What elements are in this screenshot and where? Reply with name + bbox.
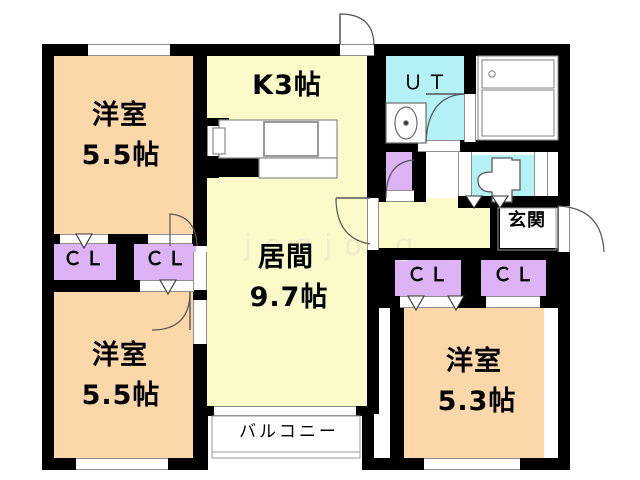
wall-left-rooms-divider [193,44,207,246]
wall-ut-left [374,44,386,148]
wall-toilet-bottom [458,196,570,208]
opening-toilet-right [534,152,548,196]
opening-right-cl-2 [486,296,540,308]
door-entrance [558,206,570,252]
room-washitsu-bottom-left [45,292,193,466]
room-washitsu-top-left [45,46,193,246]
label-room-top-left-size: 5.5帖 [81,140,161,171]
wall-closet-left-divider [116,234,134,292]
wall-right-cl-right-end [546,248,570,308]
wall-kitchen-counter-block2 [207,155,259,177]
wall-br-room-left [390,296,404,470]
label-living-name: 居間 [258,242,314,273]
opening-left-cl-1 [60,234,108,244]
wall-outer-left [42,44,54,470]
wall-hallcl-right [412,146,426,202]
window-bal-left [214,406,356,416]
closet-right-2 [480,258,546,298]
closet-hall-small [386,152,414,192]
wall-bath-bottom [464,140,570,152]
window-br-room-bottom [424,458,520,470]
label-room-top-left-name: 洋室 [92,100,148,131]
window-bl-room-bottom [76,458,168,470]
room-utility [386,52,468,146]
wall-outer-top [42,44,570,56]
label-room-bottom-right-name: 洋室 [446,346,502,377]
opening-hall-cl [386,190,414,202]
wall-living-right-upper [367,170,379,200]
label-room-bottom-right-size: 5.3帖 [437,386,517,417]
label-closet-right-2: ＣＬ [492,264,537,286]
closet-right-1 [393,258,461,298]
wall-right-cl-divider [461,248,481,308]
wall-living-right-lower [367,248,379,414]
opening-kitchen-left [207,126,219,156]
room-kitchen [207,46,367,168]
label-room-bottom-left-size: 5.5帖 [81,380,161,411]
wall-entrance-left [490,202,500,250]
opening-left-cl-2 [140,280,188,292]
label-kitchen: K3帖 [252,70,322,101]
door-bl-room-right [193,300,207,344]
opening-right-cl-1 [400,296,454,308]
wall-balcony-right [362,406,374,470]
label-entrance: 玄関 [508,210,546,231]
closet-left-2 [134,242,196,280]
wall-right-cl-left-end [379,248,395,308]
opening-toilet-left [458,152,472,196]
label-closet-left-1: ＣＬ [62,248,107,270]
door-top-kitchen [340,44,374,56]
window-living-left [193,252,207,290]
door-arc-top [339,13,375,47]
door-tl-room [148,234,192,244]
label-closet-right-1: ＣＬ [406,264,451,286]
label-balcony: バルコニー [239,422,339,442]
label-closet-left-2: ＣＬ [144,248,189,270]
label-room-bottom-left-name: 洋室 [92,340,148,371]
label-utility: ＵＴ [403,70,451,94]
window-top-left-room [88,44,170,56]
room-washitsu-bottom-right [404,300,544,466]
opening-living-right [367,198,379,250]
opening-bath-door [464,94,476,142]
label-living-size: 9.7帖 [249,282,329,313]
room-bath [474,52,562,146]
opening-ut-bottom [418,140,460,152]
